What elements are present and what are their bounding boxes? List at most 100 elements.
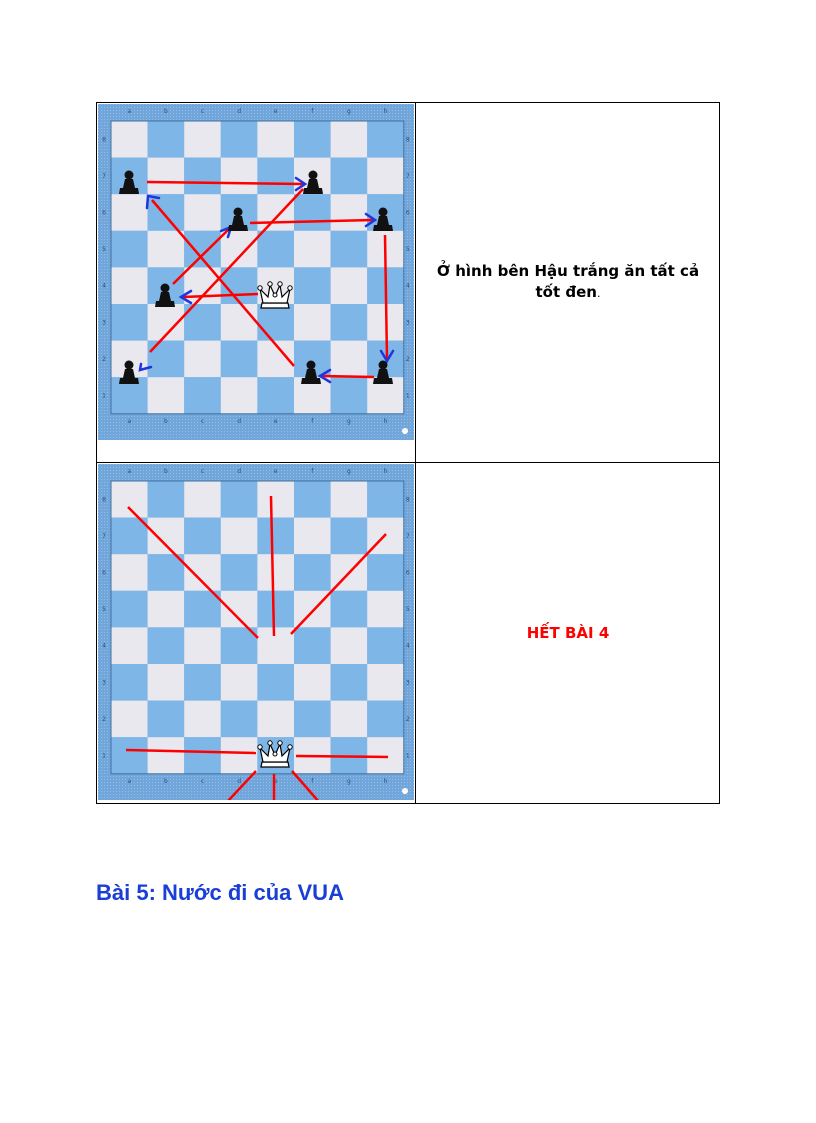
board-square: [147, 554, 185, 591]
board-square: [367, 737, 404, 774]
board-border: [110, 120, 405, 415]
rank-label: 5: [102, 246, 106, 253]
board-square: [294, 700, 331, 738]
board-square: [111, 230, 148, 268]
board-square: [220, 304, 258, 341]
file-label: h: [384, 468, 388, 475]
board-square: [184, 700, 221, 738]
file-label: d: [237, 778, 241, 785]
board-square: [294, 121, 331, 158]
board-square: [111, 554, 148, 591]
board-square: [367, 554, 404, 591]
rank-label: 5: [406, 246, 410, 253]
rank-label: 4: [102, 283, 106, 290]
board-square: [294, 517, 331, 555]
rank-label: 1: [406, 753, 410, 760]
board-square: [184, 481, 221, 518]
board-square: [147, 590, 185, 628]
rank-label: 8: [102, 496, 106, 503]
board-square: [257, 230, 294, 268]
rank-label: 5: [406, 606, 410, 613]
board-square: [220, 627, 258, 664]
board-square: [111, 304, 148, 341]
file-label: f: [311, 418, 314, 425]
rank-label: 2: [102, 356, 106, 363]
file-label: b: [164, 418, 168, 425]
board-square: [294, 304, 331, 341]
rank-label: 5: [102, 606, 106, 613]
rank-label: 6: [406, 570, 410, 577]
board-square: [184, 627, 221, 664]
board-square: [147, 481, 185, 518]
file-label: g: [347, 108, 351, 115]
rank-label: 4: [406, 283, 410, 290]
rank-label: 7: [102, 533, 106, 540]
board-1-corner-dot: [402, 428, 408, 434]
description-text: Ở hình bên Hậu trắng ăn tất cả tốt đen.: [436, 262, 700, 301]
file-label: c: [201, 418, 204, 425]
file-label: g: [347, 418, 351, 425]
board-square: [184, 194, 221, 231]
board-square: [330, 121, 368, 158]
board-square: [147, 230, 185, 268]
rank-label: 1: [406, 393, 410, 400]
file-label: f: [311, 108, 314, 115]
board-square: [184, 737, 221, 774]
rank-label: 7: [406, 533, 410, 540]
board-square: [220, 230, 258, 268]
file-label: c: [201, 108, 204, 115]
file-label: e: [274, 468, 278, 475]
board-1-squares: [110, 120, 405, 415]
file-label: a: [127, 778, 131, 785]
file-label: g: [347, 778, 351, 785]
file-label: b: [164, 778, 168, 785]
board-square: [330, 377, 368, 414]
board-square: [257, 517, 294, 555]
board-square: [220, 737, 258, 774]
board-square: [111, 194, 148, 231]
rank-label: 2: [406, 716, 410, 723]
rank-label: 1: [102, 393, 106, 400]
rank-label: 6: [102, 570, 106, 577]
file-label: d: [237, 108, 241, 115]
board-square: [111, 481, 148, 518]
board-square: [147, 157, 185, 195]
board-square: [257, 554, 294, 591]
board-square: [220, 481, 258, 518]
board-square: [257, 664, 294, 701]
board-square: [184, 517, 221, 555]
board-square: [330, 627, 368, 664]
board-square: [367, 664, 404, 701]
board-square: [330, 230, 368, 268]
board-square: [257, 481, 294, 518]
file-label: a: [127, 108, 131, 115]
board-square: [257, 121, 294, 158]
board-square: [184, 664, 221, 701]
board-square: [184, 590, 221, 628]
file-label: g: [347, 468, 351, 475]
file-label: h: [384, 418, 388, 425]
board-square: [220, 340, 258, 378]
file-label: b: [164, 468, 168, 475]
board-square: [111, 664, 148, 701]
table-divider-vertical: [415, 103, 416, 803]
board-square: [220, 664, 258, 701]
file-label: h: [384, 778, 388, 785]
capture-arrow-heads: [138, 176, 395, 384]
file-label: d: [237, 418, 241, 425]
end-label: HẾT BÀI 4: [526, 624, 610, 642]
board-square: [220, 157, 258, 195]
rank-label: 1: [102, 753, 106, 760]
board-square: [330, 304, 368, 341]
board-square: [330, 481, 368, 518]
board-square: [367, 700, 404, 738]
board-square: [367, 481, 404, 518]
file-label: h: [384, 108, 388, 115]
board-square: [220, 590, 258, 628]
